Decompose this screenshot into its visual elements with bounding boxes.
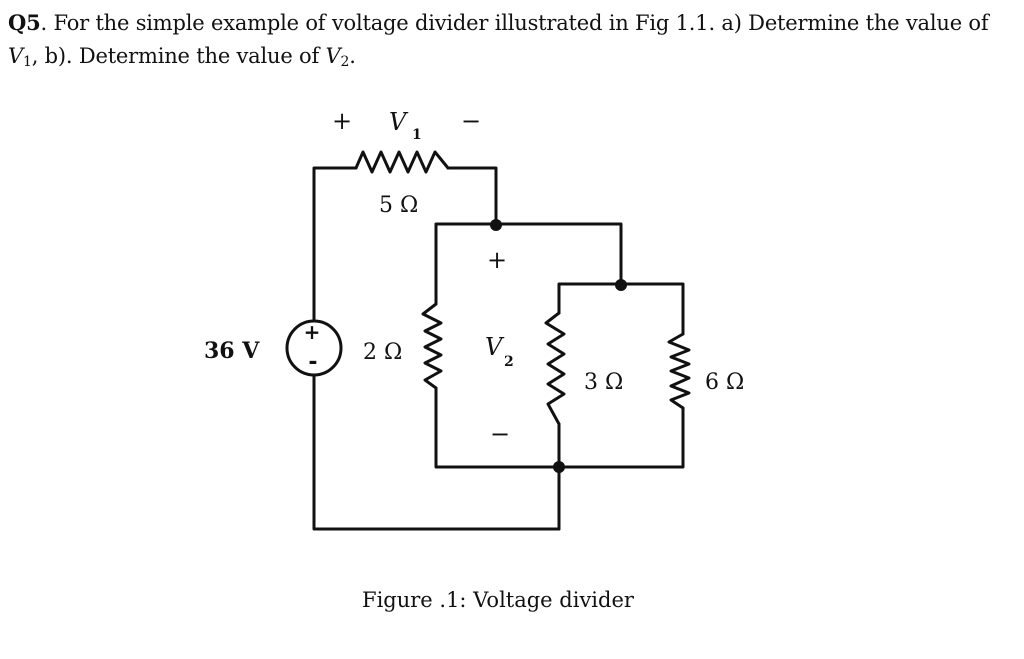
v2-symbol: V bbox=[325, 44, 341, 68]
r3-label: 3 Ω bbox=[584, 370, 623, 395]
v2-label: V bbox=[485, 333, 505, 361]
v2-label-subscript: 2 bbox=[504, 354, 514, 370]
question-part-2: , b). Determine the value of bbox=[31, 44, 326, 68]
resistor-6-ohm bbox=[667, 332, 691, 410]
question-part-3: . bbox=[349, 44, 356, 68]
wire-source-top bbox=[312, 166, 358, 342]
v1-subscript: 1 bbox=[22, 54, 32, 70]
v1-plus: + bbox=[332, 107, 352, 135]
wire-source-bottom bbox=[312, 374, 561, 531]
question-number: Q5 bbox=[8, 10, 41, 35]
source-plus: + bbox=[304, 320, 321, 344]
resistor-3-ohm bbox=[544, 311, 566, 426]
r1-label: 5 Ω bbox=[379, 193, 418, 218]
junction-dot bbox=[553, 461, 565, 473]
junction-dot bbox=[490, 219, 502, 231]
figure-caption: Figure .1: Voltage divider bbox=[362, 588, 634, 612]
resistor-2-ohm bbox=[421, 302, 443, 390]
wire-r1-right bbox=[446, 166, 498, 226]
question-text: Q5. For the simple example of voltage di… bbox=[8, 6, 1013, 73]
v2-subscript: 2 bbox=[340, 54, 350, 70]
wire-parallel-top bbox=[557, 282, 685, 336]
v1-symbol: V bbox=[8, 44, 23, 68]
v1-label-subscript: 1 bbox=[412, 127, 422, 143]
source-label: 36 V bbox=[204, 338, 260, 364]
v2-minus: − bbox=[490, 420, 510, 448]
v1-label: V bbox=[389, 108, 409, 136]
v1-minus: − bbox=[461, 107, 481, 135]
r4-label: 6 Ω bbox=[705, 370, 744, 395]
question-part-1: . For the simple example of voltage divi… bbox=[40, 11, 989, 35]
resistor-5-ohm bbox=[354, 150, 450, 174]
source-minus: - bbox=[308, 350, 317, 375]
r2-label: 2 Ω bbox=[363, 340, 402, 365]
wire-top-node bbox=[434, 222, 623, 306]
voltage-source bbox=[285, 319, 343, 377]
v2-plus: + bbox=[487, 246, 507, 274]
junction-dot bbox=[615, 279, 627, 291]
